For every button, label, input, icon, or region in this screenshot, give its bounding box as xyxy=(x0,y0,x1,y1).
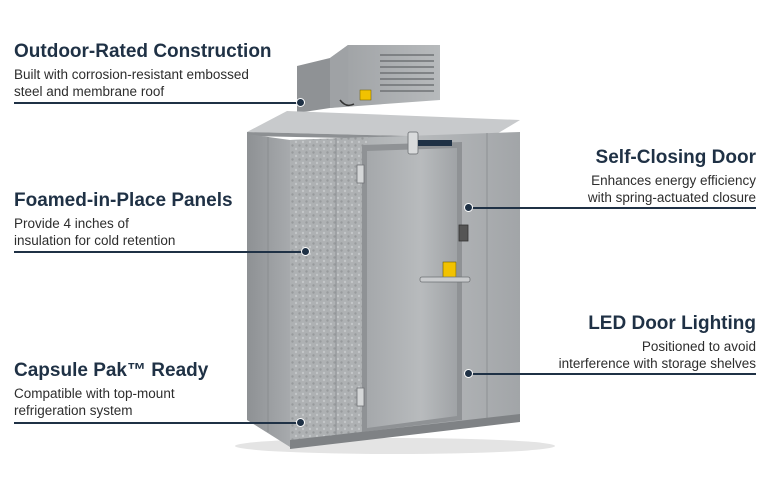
callout-title: Foamed-in-Place Panels xyxy=(14,190,233,211)
callout-capsule-pak: Capsule Pak™ Ready Compatible with top-m… xyxy=(14,359,208,419)
callout-self-closing-door: Self-Closing Door Enhances energy effici… xyxy=(588,146,756,206)
callout-marker xyxy=(301,247,310,256)
callout-marker xyxy=(296,418,305,427)
callout-text: Provide 4 inches of xyxy=(14,216,129,231)
callout-title: Capsule Pak™ Ready xyxy=(14,360,209,381)
unit-vent-grille xyxy=(380,54,434,92)
callout-text: Built with corrosion-resistant embossed xyxy=(14,67,249,82)
callout-leader-line xyxy=(14,102,299,104)
refrigeration-unit xyxy=(297,45,440,113)
callout-text: refrigeration system xyxy=(14,403,133,418)
callout-title: Self-Closing Door xyxy=(595,147,756,168)
callout-foamed-panels: Foamed-in-Place Panels Provide 4 inches … xyxy=(14,189,233,249)
callout-leader-line xyxy=(470,373,756,375)
callout-leader-line xyxy=(14,422,299,424)
self-closing-door xyxy=(356,131,471,432)
membrane-roof xyxy=(247,111,520,138)
callout-outdoor-construction: Outdoor-Rated Construction Built with co… xyxy=(14,40,272,100)
callout-text: interference with storage shelves xyxy=(558,356,756,371)
callout-text: with spring-actuated closure xyxy=(587,190,756,205)
callout-text: Enhances energy efficiency xyxy=(591,173,756,188)
callout-text: Positioned to avoid xyxy=(641,339,756,354)
callout-leader-line xyxy=(470,207,756,209)
callout-title: LED Door Lighting xyxy=(588,313,756,334)
callout-text: steel and membrane roof xyxy=(14,84,165,99)
callout-marker xyxy=(464,369,473,378)
callout-text: Compatible with top-mount xyxy=(14,386,175,401)
callout-text: insulation for cold retention xyxy=(14,233,176,248)
callout-title: Outdoor-Rated Construction xyxy=(14,41,272,62)
callout-marker xyxy=(296,98,305,107)
callout-led-lighting: LED Door Lighting Positioned to avoid in… xyxy=(559,312,756,372)
callout-marker xyxy=(464,203,473,212)
callout-leader-line xyxy=(14,251,304,253)
